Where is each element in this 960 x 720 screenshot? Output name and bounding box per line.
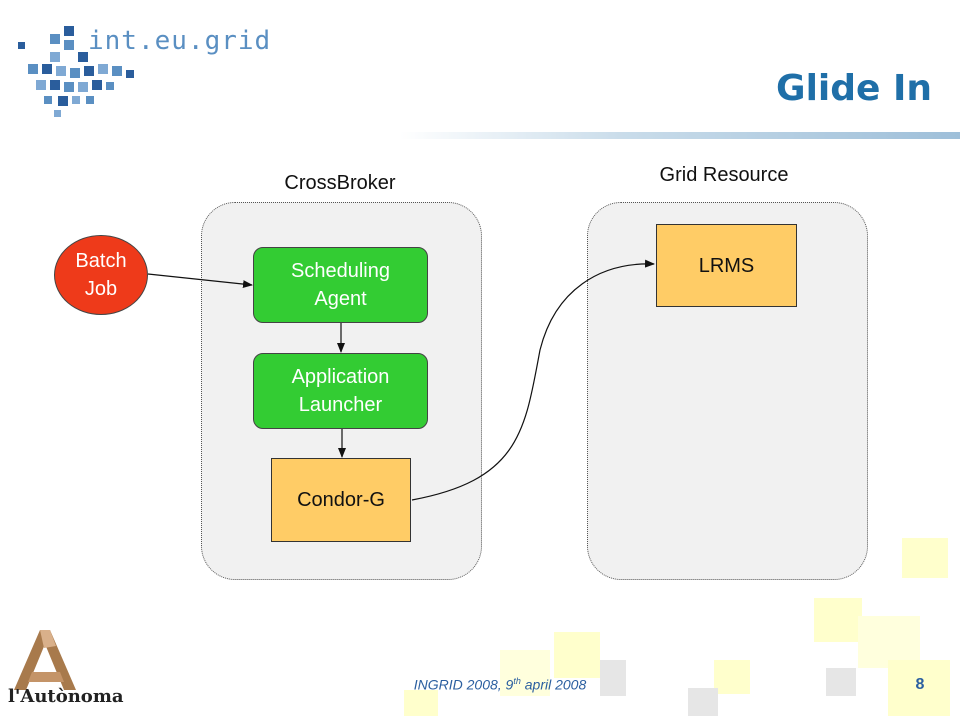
- uab-logo-icon: [14, 630, 76, 690]
- slide-title: Glide In: [776, 68, 932, 109]
- footer-date: april 2008: [520, 676, 587, 693]
- deco-square: [404, 690, 438, 716]
- application-launcher-node: Application Launcher: [253, 353, 428, 429]
- application-launcher-line1: Application: [291, 366, 390, 388]
- footer-event: INGRID 2008, 9: [413, 676, 514, 693]
- deco-square: [902, 538, 948, 578]
- deco-square: [858, 616, 920, 668]
- batch-job-line1: Batch: [75, 250, 127, 272]
- arrow-condor-to-lrms: [411, 259, 655, 501]
- scheduling-agent-node: Scheduling Agent: [253, 247, 428, 323]
- scheduling-agent-line1: Scheduling: [291, 260, 390, 282]
- condor-g-node: Condor-G: [271, 458, 411, 542]
- deco-square: [714, 660, 750, 694]
- deco-square: [600, 660, 626, 696]
- deco-square: [814, 598, 862, 642]
- grid-logo-icon: [18, 26, 134, 117]
- university-name: l'Autònoma: [8, 686, 124, 707]
- logo-text: int.eu.grid: [88, 26, 272, 56]
- title-divider: [400, 132, 960, 139]
- page-number: 8: [915, 676, 925, 693]
- batch-job-node: Batch Job: [54, 235, 148, 315]
- footer-event-date: INGRID 2008, 9th april 2008: [380, 676, 620, 693]
- crossbroker-label: CrossBroker: [284, 172, 396, 194]
- batch-job-line2: Job: [84, 278, 118, 300]
- application-launcher-line2: Launcher: [298, 394, 383, 416]
- arrow-batch-to-scheduling: [147, 273, 253, 289]
- deco-square: [500, 650, 550, 696]
- deco-square: [688, 688, 718, 716]
- footer-superscript: th: [513, 676, 521, 686]
- deco-square: [554, 632, 600, 678]
- int-eu-grid-logo: [14, 22, 224, 122]
- grid-resource-label: Grid Resource: [659, 164, 789, 186]
- deco-square: [888, 660, 950, 716]
- scheduling-agent-line2: Agent: [314, 288, 367, 310]
- deco-square: [826, 668, 856, 696]
- lrms-node: LRMS: [656, 224, 797, 307]
